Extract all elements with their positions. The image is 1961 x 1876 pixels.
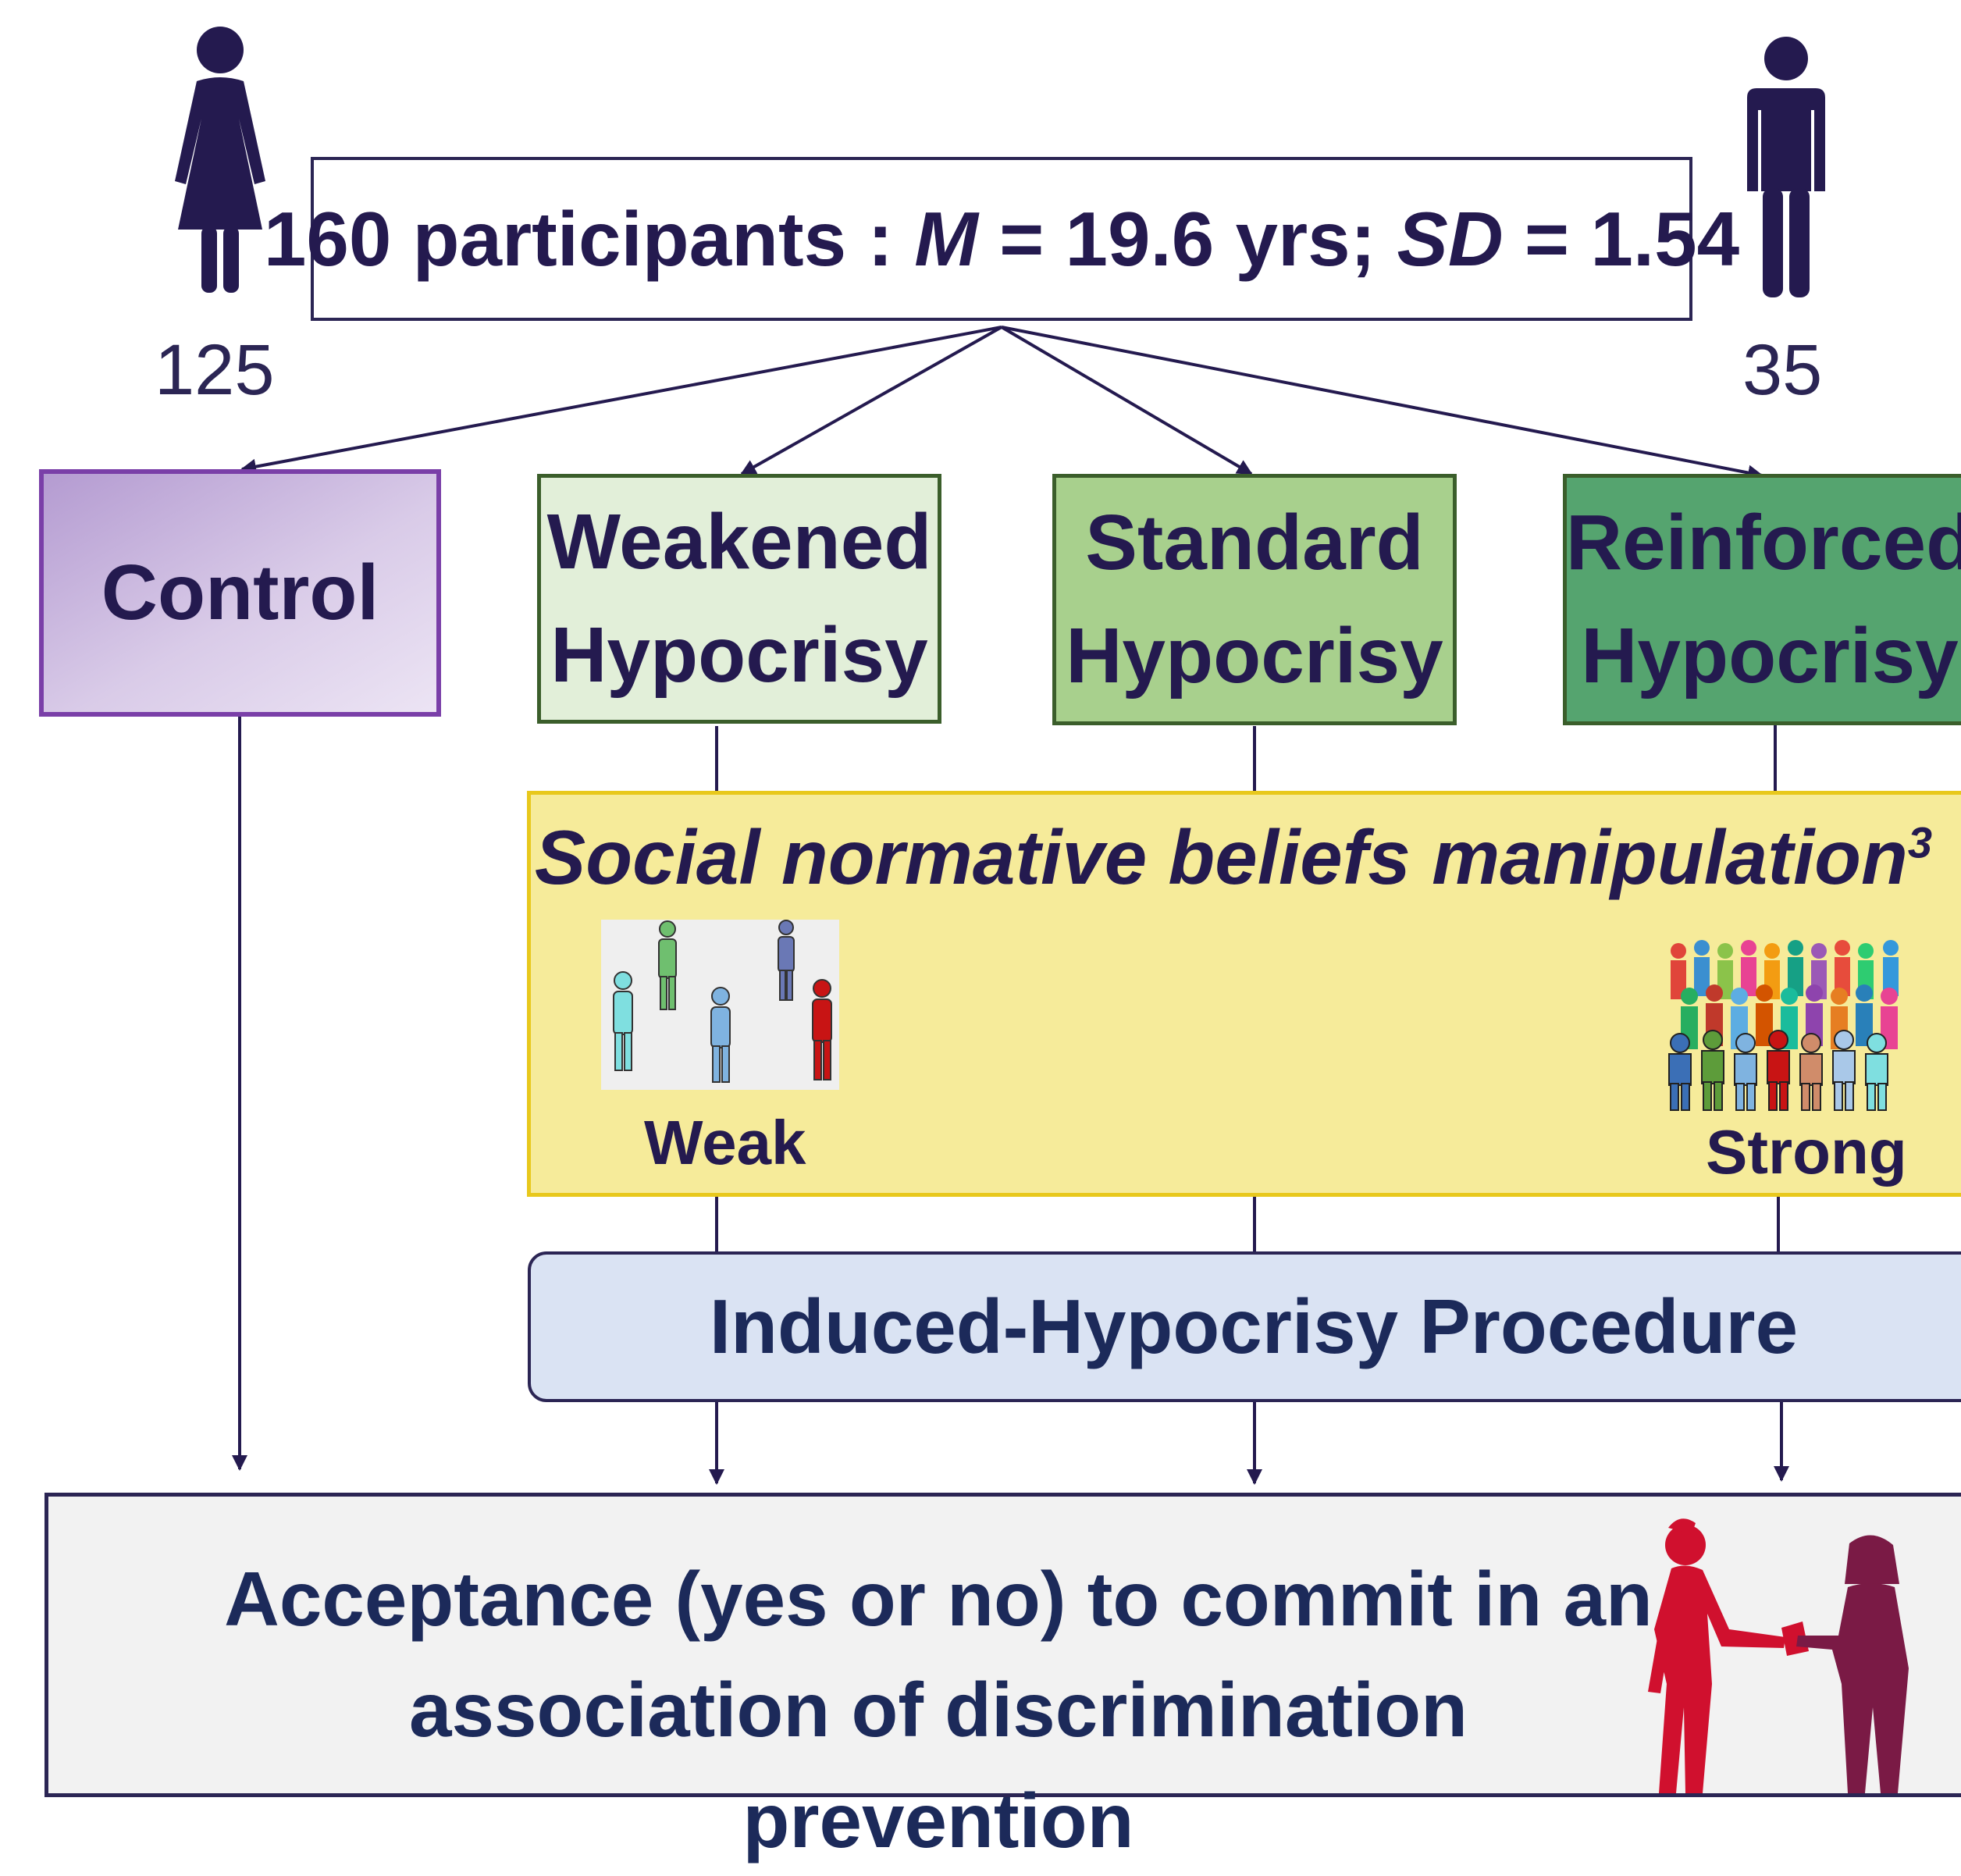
social-norms-title: Social normative beliefs manipulation3 [531, 813, 1936, 902]
reinforced-group-box: Reinforced Hypocrisy [1563, 474, 1961, 725]
social-norms-title-text: Social normative beliefs manipulation [534, 814, 1908, 900]
reinforced-label-line2: Hypocrisy [1581, 612, 1959, 699]
weak-label: Weak [644, 1108, 806, 1177]
outcome-line1: Acceptance (yes or no) to commit in an [224, 1556, 1653, 1642]
mean-symbol: M [914, 195, 978, 282]
participants-count-label: 160 participants : [263, 195, 915, 282]
male-person-icon [1747, 37, 1825, 297]
arrow-to-control [240, 326, 1002, 475]
crowd-icon [1668, 940, 1899, 1111]
standard-label-line1: Standard [1085, 499, 1424, 586]
sd-value: = 1.54 [1503, 195, 1740, 282]
arrow-to-weakened [740, 326, 1002, 475]
weakened-label-line1: Weakened [546, 498, 932, 586]
citation-superscript: 3 [1907, 817, 1933, 867]
arrow-to-reinforced [1001, 326, 1763, 481]
standard-label-line2: Hypocrisy [1066, 612, 1443, 699]
outcome-line2: association of discrimination prevention [409, 1667, 1468, 1864]
connector-lines [232, 326, 1789, 1485]
weakened-label-line2: Hypocrisy [550, 611, 928, 699]
procedure-label: Induced-Hypocrisy Procedure [709, 1283, 1799, 1369]
male-count: 35 [1742, 330, 1823, 410]
female-count: 125 [155, 330, 275, 410]
induced-hypocrisy-procedure-box: Induced-Hypocrisy Procedure [528, 1251, 1961, 1402]
standard-group-box: Standard Hypocrisy [1052, 474, 1457, 725]
outcome-box: Acceptance (yes or no) to commit in an a… [44, 1493, 1961, 1864]
control-label: Control [101, 549, 379, 636]
handing-flyer-icon [1648, 1518, 1909, 1793]
strong-label: Strong [1706, 1117, 1907, 1187]
mean-value: = 19.6 yrs; [977, 195, 1397, 282]
control-group-box: Control [39, 469, 441, 717]
outcome-text: Acceptance (yes or no) to commit in an a… [205, 1543, 1672, 1876]
weakened-group-box: Weakened Hypocrisy [537, 474, 941, 724]
small-group-icon [601, 920, 839, 1090]
reinforced-label-line1: Reinforced [1565, 499, 1961, 586]
arrow-to-standard [1000, 326, 1253, 475]
participants-summary: 160 participants : M = 19.6 yrs; SD = 1.… [264, 195, 1739, 283]
social-norms-box: Social normative beliefs manipulation3 W… [527, 791, 1961, 1197]
female-person-icon [175, 27, 265, 293]
sd-symbol: SD [1397, 195, 1504, 282]
participants-box: 160 participants : M = 19.6 yrs; SD = 1.… [264, 157, 1739, 321]
